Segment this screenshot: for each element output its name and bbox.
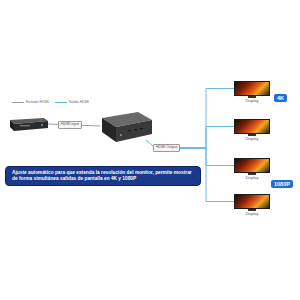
monitor-stand bbox=[248, 209, 256, 211]
resolution-badge: 4K bbox=[274, 94, 287, 102]
legend-text: Salida HDMI bbox=[69, 100, 89, 104]
monitor-screen bbox=[234, 119, 270, 134]
monitor-stand bbox=[248, 96, 256, 98]
monitor-stand bbox=[248, 173, 256, 175]
legend-item: Salida HDMI bbox=[55, 100, 89, 104]
splitter-illustration bbox=[102, 112, 152, 142]
node-label: HDMI Output bbox=[156, 146, 177, 150]
resolution-badge: 1080P bbox=[271, 180, 293, 188]
node-label: Display bbox=[234, 99, 270, 104]
legend-sample bbox=[55, 102, 67, 103]
monitor-stand bbox=[248, 134, 256, 136]
output-connector bbox=[180, 148, 234, 166]
display-node: Display bbox=[234, 194, 270, 216]
node-label: Display bbox=[234, 212, 270, 217]
monitor-screen bbox=[234, 194, 270, 209]
legend-item: Entrada HDMI bbox=[12, 100, 49, 104]
legend: Entrada HDMI Salida HDMI bbox=[12, 100, 95, 104]
node-label: Display bbox=[234, 176, 270, 181]
output-connector bbox=[180, 127, 234, 148]
badge-text: 1080P bbox=[274, 181, 290, 187]
legend-text: Entrada HDMI bbox=[26, 100, 49, 104]
output-port-label: HDMI Output bbox=[153, 144, 180, 152]
note-text: Ajuste automático para que extenda la re… bbox=[12, 170, 194, 182]
node-label: Display bbox=[234, 137, 270, 142]
output-connector bbox=[180, 89, 234, 148]
input-wire bbox=[48, 124, 100, 126]
note-box: Ajuste automático para que extenda la re… bbox=[5, 166, 201, 186]
player-illustration bbox=[10, 118, 48, 131]
display-node: Display bbox=[234, 158, 270, 180]
monitor-screen bbox=[234, 81, 270, 96]
node-label: HDMI input bbox=[61, 123, 79, 127]
legend-sample bbox=[12, 102, 24, 103]
display-node: Display bbox=[234, 81, 270, 103]
input-port-label: HDMI input bbox=[58, 121, 82, 129]
display-node: Display bbox=[234, 119, 270, 141]
badge-text: 4K bbox=[277, 95, 284, 101]
monitor-screen bbox=[234, 158, 270, 173]
